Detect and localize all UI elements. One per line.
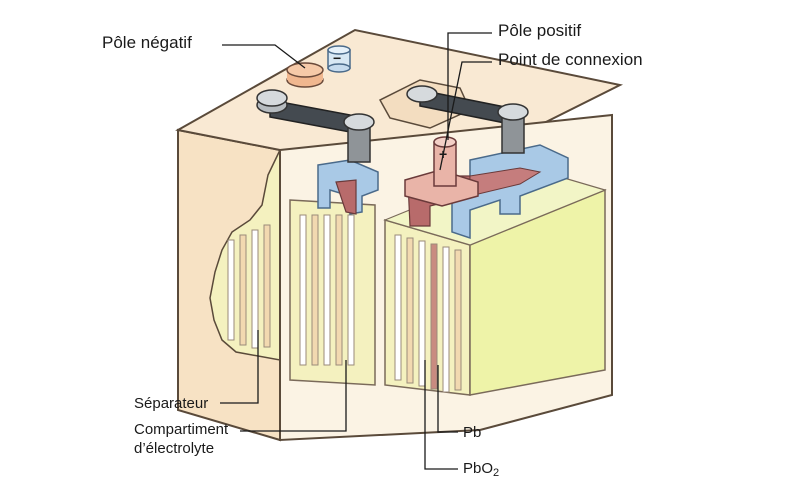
positive-pole [433, 136, 457, 187]
label-connection-point: Point de connexion [498, 50, 643, 69]
label-negative-pole: Pôle négatif [102, 33, 192, 52]
label-separator: Séparateur [134, 395, 209, 412]
plates-compartment-2 [394, 234, 462, 393]
negative-grid-2 [451, 144, 569, 240]
label-pbo2: PbO2 [463, 459, 499, 483]
connector-bridge-2 [406, 85, 529, 154]
label-electrolyte-compartment: Compartiment d’électrolyte [134, 420, 228, 458]
plates-left-cutaway [227, 224, 271, 349]
label-positive-pole: Pôle positif [498, 21, 582, 40]
label-pb: Pb [463, 424, 482, 441]
plus-symbol: + [439, 146, 448, 162]
positive-grid-1 [335, 179, 357, 215]
label-pbo2-base: PbO [463, 460, 494, 477]
plates-compartment-1 [299, 214, 355, 366]
label-electrolyte-line2: d’électrolyte [134, 440, 215, 457]
minus-symbol: − [333, 50, 342, 66]
leader-lines [220, 32, 492, 470]
connector-bridge-1 [256, 89, 375, 163]
negative-pole [286, 62, 324, 88]
label-pbo2-subscript: 2 [493, 467, 500, 479]
label-electrolyte-line1: Compartiment [134, 421, 229, 438]
vent-cap [327, 45, 351, 73]
